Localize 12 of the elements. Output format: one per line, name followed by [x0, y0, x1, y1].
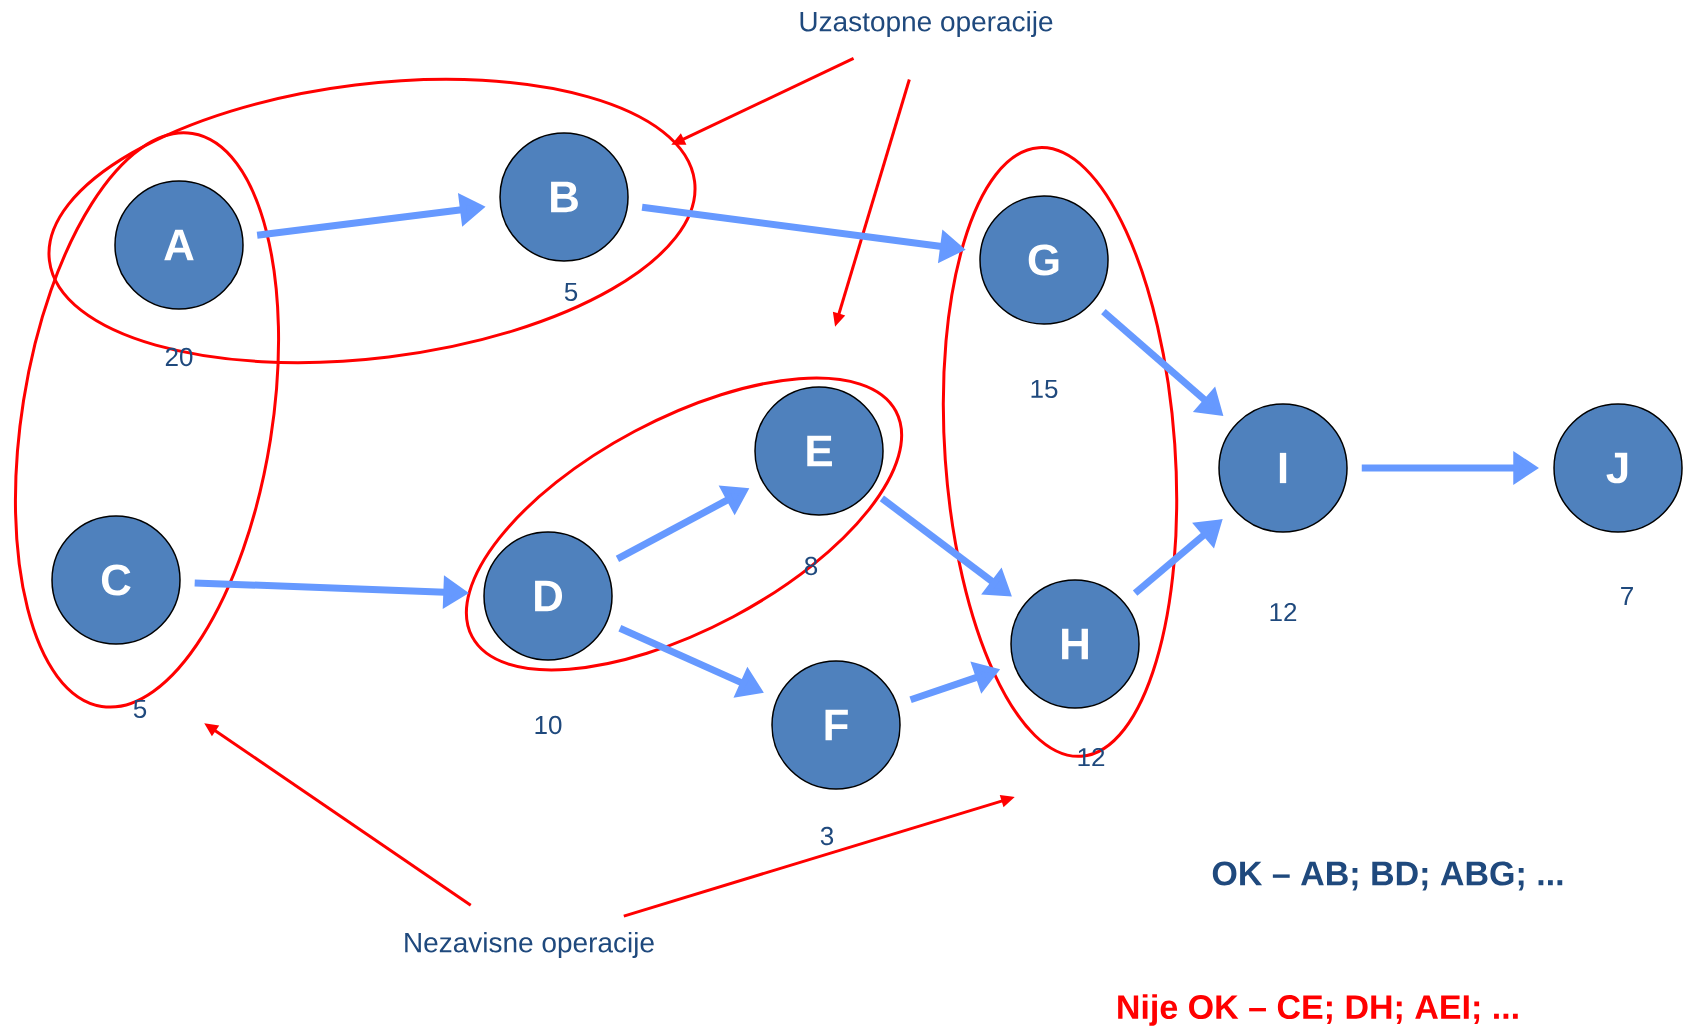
- duration-label: 5: [133, 699, 147, 719]
- annotation-text: Nezavisne operacije: [405, 931, 654, 959]
- duration-label: 7: [1621, 587, 1633, 605]
- duration-label: 20: [165, 347, 193, 367]
- annotation-text: Uzastopne operacije: [800, 10, 1053, 38]
- duration-label: 12: [1270, 602, 1297, 622]
- note-text: OK – AB; BD; ABG; ...: [1212, 861, 1563, 891]
- note-text: Nije OK – CE; DH; AEI; ...: [1118, 994, 1518, 1026]
- duration-label: 10: [535, 715, 562, 735]
- duration-label: 3: [820, 826, 834, 846]
- duration-label: 15: [1031, 379, 1058, 399]
- duration-label: 5: [564, 282, 578, 302]
